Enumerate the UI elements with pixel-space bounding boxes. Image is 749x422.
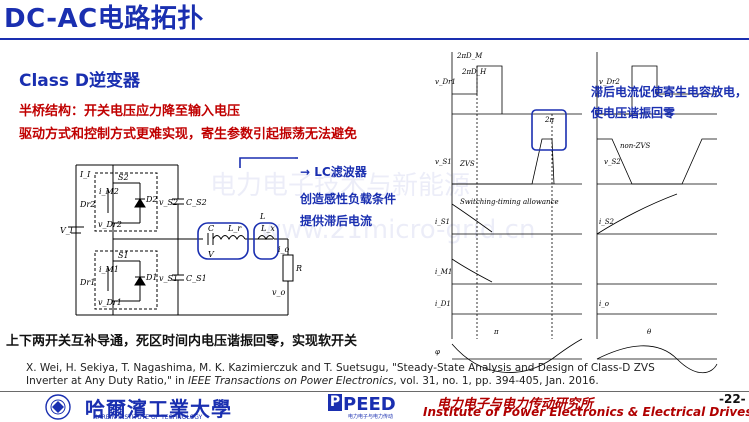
- wave-label: non-ZVS: [620, 142, 651, 150]
- lab-logo-icon: P: [328, 394, 342, 411]
- feature-line-1: 半桥结构：开关电压应力降至输入电压: [19, 104, 241, 119]
- wave-label: i_D1: [435, 300, 451, 308]
- circuit-label: Dr2: [79, 200, 95, 209]
- wave-label: v_S2: [604, 158, 621, 166]
- right-callout-line-2: 使电压谐振回零: [591, 106, 676, 120]
- slide-title: DC-AC电路拓扑: [4, 4, 204, 34]
- callout-inductive-load: 创造感性负载条件: [300, 192, 397, 206]
- wave-label: i_M1: [435, 268, 452, 276]
- circuit-label: v_Dr2: [98, 220, 122, 229]
- wave-label: i_o: [599, 300, 609, 308]
- wave-label: i_S1: [435, 218, 450, 226]
- wave-label: v_Dr1: [435, 78, 456, 86]
- circuit-label: I_I: [79, 170, 91, 179]
- class-d-circuit-diagram: V_I I_I S2 i_M2 D2 Dr2 v_Dr2 v_S2 C_S2 S…: [60, 164, 302, 316]
- highlight-box: [531, 109, 567, 151]
- circuit-label: v_Dr1: [98, 298, 122, 307]
- lab-name-cn: 电力电子与电力传动研究所: [437, 397, 594, 412]
- circuit-label: V_I: [60, 226, 74, 235]
- section-subtitle: Class D逆变器: [19, 71, 141, 91]
- lab-name-en: Institute of Power Electronics & Electri…: [423, 405, 749, 419]
- circuit-label: S1: [118, 251, 129, 260]
- journal-name: IEEE Transactions on Power Electronics: [188, 375, 394, 387]
- wave-label: θ: [647, 328, 652, 336]
- callout-bracket: [239, 157, 298, 168]
- reference-citation: X. Wei, H. Sekiya, T. Nagashima, M. K. K…: [26, 362, 655, 387]
- wave-label: v_Dr2: [599, 78, 620, 86]
- wave-label: π: [493, 328, 499, 336]
- waveform-diagram: v_Dr1 2πD_M 2πD_H v_S1 ZVS Switching-tim…: [435, 52, 718, 374]
- university-seal-icon: [45, 394, 71, 420]
- title-divider: [0, 38, 749, 40]
- feature-line-2: 驱动方式和控制方式更难实现，寄生参数引起振荡无法避免: [19, 127, 358, 142]
- lab-logo-subtitle: 电力电子与电力传动: [348, 414, 394, 420]
- circuit-label: Dr1: [79, 278, 95, 287]
- circuit-label: V: [208, 250, 215, 259]
- university-name: 哈爾濱工業大學: [85, 397, 232, 421]
- wave-label: ZVS: [459, 160, 475, 168]
- wave-label: 2πD_H: [461, 68, 487, 76]
- circuit-label: L_r: [227, 224, 242, 233]
- wave-label: i_S2: [599, 218, 615, 226]
- footer-divider: [0, 391, 749, 392]
- circuit-label: v_S1: [159, 274, 178, 283]
- circuit-label: L: [259, 212, 265, 221]
- university-name-en: HARBIN INSTITUTE OF TECHNOLOGY: [93, 414, 203, 421]
- wave-label: φ: [435, 348, 440, 356]
- circuit-label: i_o: [278, 245, 290, 254]
- circuit-label: i_M2: [99, 187, 119, 196]
- circuit-label: C: [208, 224, 214, 233]
- right-callout-line-1: 滞后电流促使寄生电容放电，: [591, 85, 748, 99]
- circuit-label: v_o: [272, 288, 286, 297]
- wave-label: 2πD_M: [456, 52, 483, 60]
- circuit-label: D2: [145, 195, 158, 204]
- circuit-label: D1: [145, 273, 158, 282]
- wave-label: 2π: [544, 116, 554, 124]
- watermark: 电力电子技术与新能源: [210, 171, 471, 201]
- circuit-label: i_M1: [99, 265, 119, 274]
- callout-lagging-current: 提供滞后电流: [300, 214, 373, 228]
- circuit-label: S2: [118, 173, 129, 182]
- circuit-label: C_S2: [186, 198, 207, 207]
- wave-label: Switching-timing allowance: [460, 198, 559, 206]
- circuit-label: C_S1: [186, 274, 207, 283]
- circuit-label: R: [295, 264, 302, 273]
- summary-text: 上下两开关互补导通，死区时间内电压谐振回零，实现软开关: [6, 334, 358, 349]
- callout-lc-filter: → LC滤波器: [300, 165, 367, 179]
- page-number: -22-: [719, 392, 746, 406]
- wave-label: v_S1: [435, 158, 452, 166]
- circuit-label: v_S2: [159, 198, 178, 207]
- circuit-label: L_x: [260, 224, 275, 233]
- arrow-right-icon: →: [300, 165, 315, 179]
